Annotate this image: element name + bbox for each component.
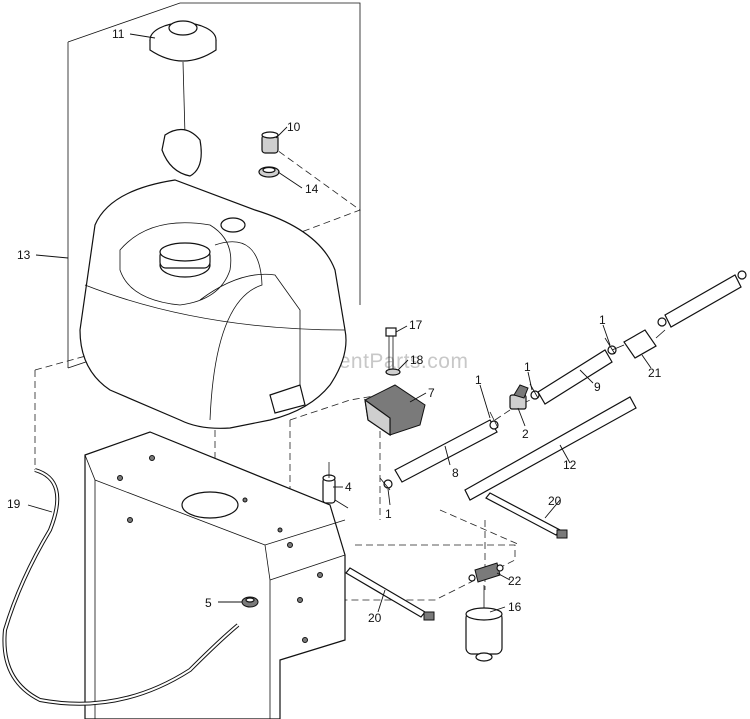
- callout-10: 10: [287, 120, 301, 134]
- callout-1-valve: 1: [524, 360, 531, 374]
- long-hose-part: [464, 396, 637, 501]
- tank-bracket-part: [364, 384, 426, 437]
- callout-21: 21: [648, 366, 662, 380]
- grommet-part: [258, 166, 280, 178]
- fuel-tank-part: [79, 179, 347, 429]
- vent-valve-part: [261, 131, 279, 154]
- breather-hose-part: [2, 468, 240, 706]
- bolt-part: [385, 327, 397, 372]
- callout-1-upper: 1: [599, 313, 606, 327]
- upper-fuel-hose: [657, 270, 747, 328]
- callout-2: 2: [522, 427, 529, 441]
- callout-13: 13: [17, 248, 31, 262]
- callout-8: 8: [452, 466, 459, 480]
- hose-clamp-3: [529, 383, 540, 400]
- callout-12: 12: [563, 458, 577, 472]
- fuel-fitting-part: [322, 462, 349, 509]
- hose-tee-part: [468, 562, 504, 583]
- callout-labels: 11 10 14 13 17 18 7 4 1 8 1 2 1 9 1 21 1…: [7, 27, 662, 625]
- callout-1-lower: 1: [385, 507, 392, 521]
- frame-grommet-part: [241, 596, 259, 608]
- callout-11: 11: [112, 27, 125, 41]
- callout-22: 22: [508, 574, 522, 588]
- cable-tie-upper: [485, 492, 568, 539]
- washer-part: [385, 368, 401, 376]
- leader-lines: [27, 33, 652, 613]
- callout-17: 17: [409, 318, 423, 332]
- shutoff-valve-part: [509, 384, 529, 410]
- inline-fuel-filter-part: [611, 329, 666, 359]
- callout-19: 19: [7, 497, 21, 511]
- fuel-filter-canister-part: [465, 585, 503, 662]
- callout-7: 7: [428, 386, 435, 400]
- hose-clamp-4: [604, 337, 617, 355]
- callout-20-lower: 20: [368, 611, 382, 625]
- callout-14: 14: [305, 182, 319, 196]
- fuel-cap-part: [149, 20, 217, 136]
- mounting-frame: [84, 431, 346, 719]
- callout-9: 9: [594, 380, 601, 394]
- hose-clamp-2: [489, 411, 499, 430]
- callout-1-middle: 1: [475, 373, 482, 387]
- callout-4: 4: [345, 480, 352, 494]
- callout-18: 18: [410, 353, 424, 367]
- cap-tether-ring: [161, 129, 202, 177]
- cable-tie-lower: [345, 567, 435, 621]
- callout-16: 16: [508, 600, 522, 614]
- callout-5: 5: [205, 596, 212, 610]
- fuel-hose-part-9: [537, 349, 613, 405]
- callout-20-upper: 20: [548, 494, 562, 508]
- hose-clamp-1: [379, 477, 393, 491]
